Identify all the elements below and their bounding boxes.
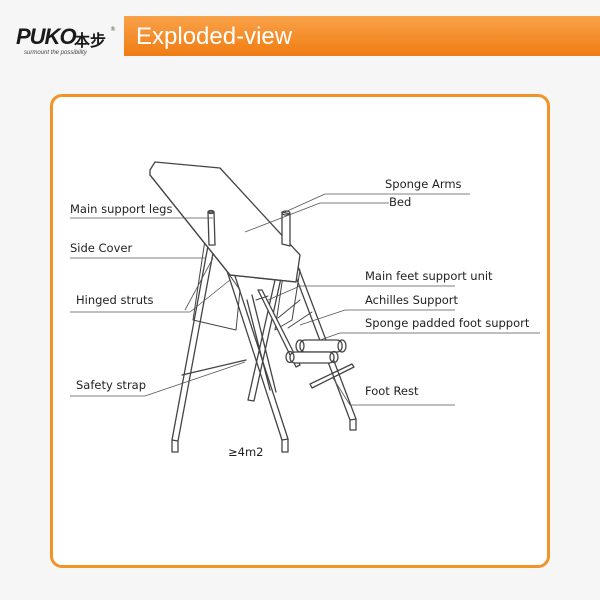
hinged-struts-drawing xyxy=(181,294,277,393)
side-cover-right-drawing xyxy=(274,261,301,331)
sponge-arms-drawing xyxy=(207,209,291,247)
label-area-note: ≥4m2 xyxy=(228,445,263,459)
label-achilles-support: Achilles Support xyxy=(365,293,459,307)
label-bed: Bed xyxy=(389,195,411,209)
bed-drawing xyxy=(149,161,301,283)
registered-mark: ® xyxy=(110,26,116,33)
logo-tagline: surmount the possibility xyxy=(24,50,87,56)
sponge-padded-foot-support-drawing xyxy=(285,339,347,364)
side-cover-drawing xyxy=(192,239,241,331)
label-main-feet-support-unit: Main feet support unit xyxy=(365,269,493,283)
diagram-panel xyxy=(50,94,550,568)
logo-chinese-name: 本步 xyxy=(74,31,107,50)
foot-rest-drawing xyxy=(309,363,355,389)
header: PUKO 本步 ® surmount the possibility Explo… xyxy=(0,0,600,80)
label-side-cover: Side Cover xyxy=(70,241,132,255)
label-sponge-padded-foot-support: Sponge padded foot support xyxy=(365,316,530,330)
label-foot-rest: Foot Rest xyxy=(365,384,419,398)
logo-wordmark: PUKO xyxy=(16,24,77,49)
label-hinged-struts: Hinged struts xyxy=(76,293,153,307)
label-safety-strap: Safety strap xyxy=(76,378,146,392)
main-feet-support-unit-drawing xyxy=(257,289,301,368)
achilles-support-drawing xyxy=(277,299,313,329)
brand-logo: PUKO 本步 ® surmount the possibility xyxy=(4,10,124,60)
label-sponge-arms: Sponge Arms xyxy=(385,177,462,191)
page-title: Exploded-view xyxy=(136,23,293,50)
label-main-support-legs: Main support legs xyxy=(70,202,172,216)
title-bar: Exploded-view xyxy=(124,16,600,56)
